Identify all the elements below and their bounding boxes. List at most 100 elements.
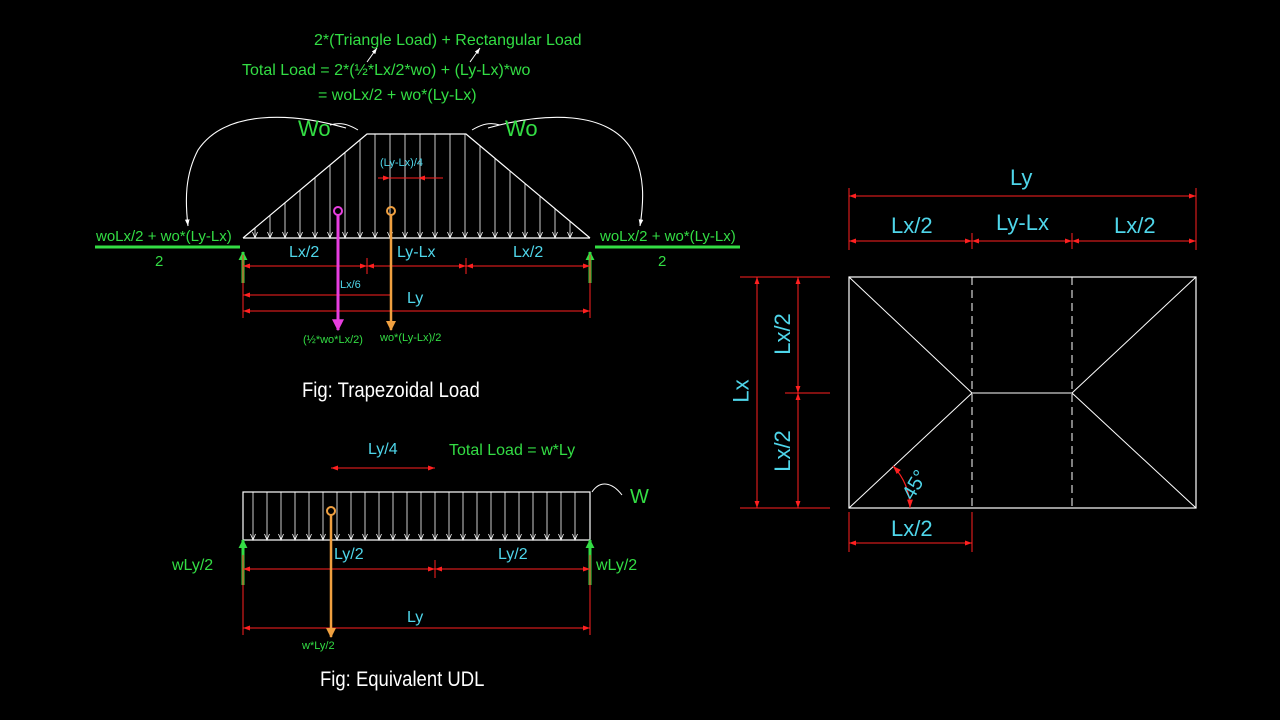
resultant-triangle-label: (½*wo*Lx/2) <box>303 334 363 346</box>
trapezoid-load-arrows <box>252 134 573 240</box>
angle-arc <box>892 465 913 509</box>
offset-dim-label: (Ly-Lx)/4 <box>380 157 423 169</box>
slab-dim-ly-label: Ly <box>1010 165 1033 190</box>
trapezoid-load-arrow-head <box>267 231 273 240</box>
resultant-rectangle-origin <box>386 206 396 216</box>
yield-line-tr <box>1071 276 1197 394</box>
udl-load-arrow-head <box>306 533 312 542</box>
udl-dim-ly4-label: Ly/4 <box>368 441 398 458</box>
resultant-triangle-origin <box>333 206 343 216</box>
udl-load-arrow-head <box>572 533 578 542</box>
trapezoid-load-arrow-head <box>492 231 498 240</box>
slab-dim-lx2-lower-label: Lx/2 <box>769 430 795 472</box>
udl-load-arrow-head <box>544 533 550 542</box>
w0-leader-right <box>471 123 501 131</box>
udl-load-arrow-head <box>558 533 564 542</box>
equivalent-udl-diagram <box>238 465 623 638</box>
w0-label-right: Wo <box>505 116 538 141</box>
udl-load-arrow-head <box>390 533 396 542</box>
trapezoid-load-arrow-head <box>567 231 573 240</box>
udl-dim-total-label: Ly <box>407 609 424 626</box>
udl-load-arrow-head <box>250 533 256 542</box>
udl-total-load: Total Load = w*Ly <box>449 442 576 459</box>
trapezoid-load-arrow-head <box>342 231 348 240</box>
udl-load-arrows <box>250 492 578 542</box>
udl-load-arrow-head <box>278 533 284 542</box>
slab-outline <box>848 276 1197 509</box>
udl-resultant-label: w*Ly/2 <box>302 640 335 652</box>
trapezoid-load-outline <box>242 133 591 239</box>
trapezoid-load-arrow-head <box>432 231 438 240</box>
trapezoid-load-arrow-head <box>477 231 483 240</box>
trapezoid-load-arrow-head <box>357 231 363 240</box>
udl-w-leader <box>591 483 623 496</box>
trapezoid-load-arrow-head <box>537 231 543 240</box>
trapezoid-load-arrow-head <box>327 231 333 240</box>
caption-udl: Fig: Equivalent UDL <box>320 668 485 691</box>
trapezoid-load-arrow-head <box>507 231 513 240</box>
udl-load-arrow-head <box>362 533 368 542</box>
udl-load-arrow-head <box>334 533 340 542</box>
dim-label-lx6: Lx/6 <box>340 279 361 291</box>
dim-label-lx2-left: Lx/2 <box>289 244 320 261</box>
trapezoid-load-arrow-head <box>447 231 453 240</box>
udl-dim-half-right-label: Ly/2 <box>498 546 528 563</box>
trapezoid-load-arrow-head <box>462 231 468 240</box>
formula-leader-2 <box>469 47 481 63</box>
formula-line-3: = woLx/2 + wo*(Ly-Lx) <box>318 87 477 104</box>
slab-plan-diagram <box>740 188 1197 552</box>
yield-line-bl <box>848 392 973 509</box>
udl-load-arrow-head <box>418 533 424 542</box>
udl-w-label: W <box>630 486 649 508</box>
udl-dim-half-left-label: Ly/2 <box>334 546 364 563</box>
formula-line-1: 2*(Triangle Load) + Rectangular Load <box>314 32 582 49</box>
udl-load-arrow-head <box>320 533 326 542</box>
reaction-right-denominator: 2 <box>658 253 667 270</box>
udl-reaction-right-label: wLy/2 <box>596 557 638 574</box>
w0-label-left: Wo <box>298 116 331 141</box>
udl-resultant-origin <box>326 506 336 516</box>
dim-label-lx2-right: Lx/2 <box>513 244 544 261</box>
slab-dim-lx-label: Lx <box>728 379 754 403</box>
udl-load-arrow-head <box>460 533 466 542</box>
w0-leader-left <box>329 123 359 131</box>
trapezoid-load-arrow-head <box>552 231 558 240</box>
dim-label-ly-lx: Ly-Lx <box>397 244 436 261</box>
resultant-rectangle-label: wo*(Ly-Lx)/2 <box>380 332 442 344</box>
formula-line-2: Total Load = 2*(½*Lx/2*wo) + (Ly-Lx)*wo <box>242 62 531 79</box>
slab-dim-lx2-upper-label: Lx/2 <box>769 313 795 355</box>
reaction-left-numerator: woLx/2 + wo*(Ly-Lx) <box>96 228 232 245</box>
udl-load-arrow-head <box>530 533 536 542</box>
slab-dim-lx2-right-label: Lx/2 <box>1114 213 1156 238</box>
udl-load-arrow-head <box>348 533 354 542</box>
trapezoid-load-arrow-head <box>522 231 528 240</box>
udl-load-arrow-head <box>474 533 480 542</box>
udl-load-arrow-head <box>404 533 410 542</box>
slab-dim-lx2-left-label: Lx/2 <box>891 213 933 238</box>
udl-load-arrow-head <box>446 533 452 542</box>
curved-arrow-right <box>487 116 644 227</box>
reaction-right-numerator: woLx/2 + wo*(Ly-Lx) <box>600 228 736 245</box>
trapezoid-load-arrow-head <box>372 231 378 240</box>
trapezoid-load-arrow-head <box>297 231 303 240</box>
formula-leader-1 <box>366 47 378 63</box>
udl-load-arrow-head <box>432 533 438 542</box>
dim-label-ly: Ly <box>407 290 424 307</box>
udl-load-arrow-head <box>502 533 508 542</box>
reaction-left-denominator: 2 <box>155 253 164 270</box>
udl-load-arrow-head <box>264 533 270 542</box>
udl-load-arrow-head <box>516 533 522 542</box>
trapezoid-load-arrow-head <box>417 231 423 240</box>
trapezoid-load-arrow-head <box>282 231 288 240</box>
udl-load-arrow-head <box>376 533 382 542</box>
slab-dim-lx2-bottom-label: Lx/2 <box>891 516 933 541</box>
yield-line-br <box>1071 392 1197 509</box>
curved-arrow-left <box>184 116 347 227</box>
udl-reaction-left-label: wLy/2 <box>172 557 214 574</box>
udl-load-arrow-head <box>488 533 494 542</box>
trapezoid-load-arrow-head <box>252 231 258 240</box>
trapezoid-load-arrow-head <box>312 231 318 240</box>
trapezoid-load-arrow-head <box>402 231 408 240</box>
slab-dim-ly-lx-label: Ly-Lx <box>996 210 1049 235</box>
